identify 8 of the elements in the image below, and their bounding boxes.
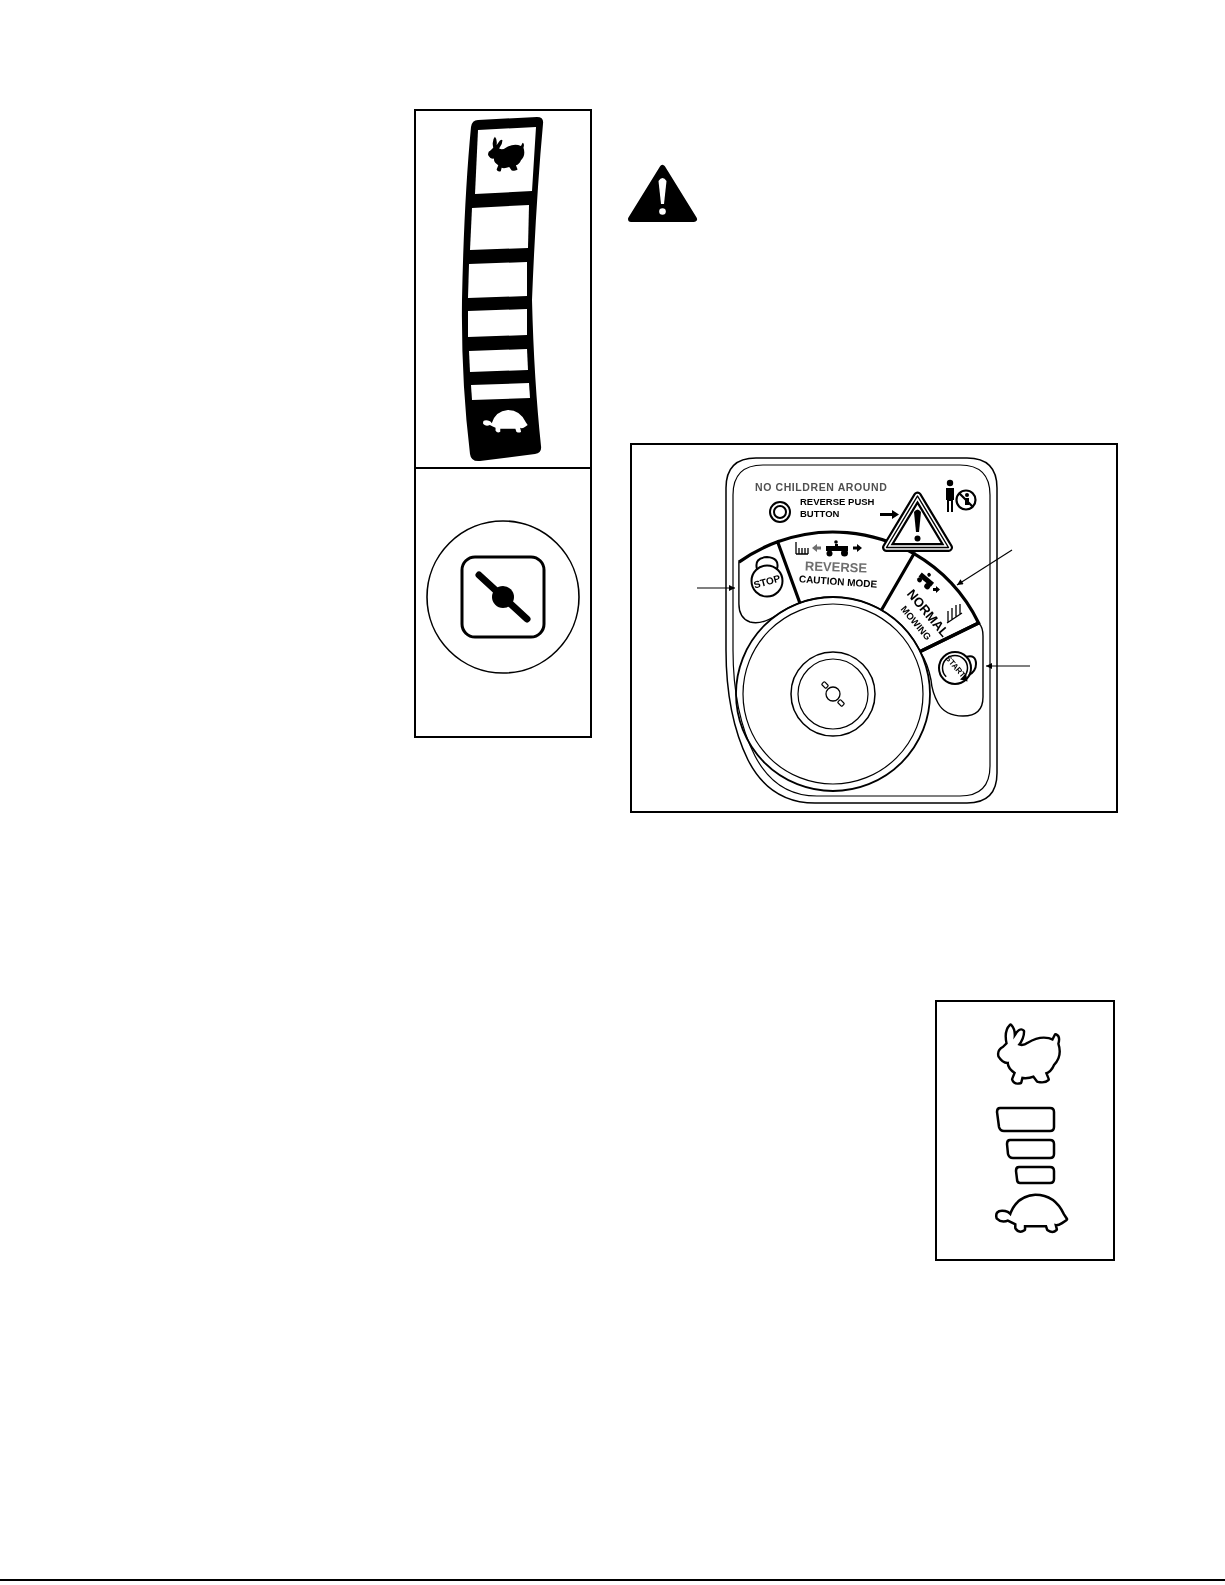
button-instruction-text: REVERSE PUSH BUTTON — [800, 496, 876, 520]
warning-text: NO CHILDREN AROUND — [755, 482, 888, 493]
leader-arrow — [696, 585, 736, 591]
leader-arrow — [985, 663, 1031, 669]
leader-arrow — [956, 549, 1013, 586]
position-label: REVERSE — [804, 559, 868, 575]
position-label: CAUTION MODE — [798, 574, 878, 590]
position-label: STOP — [752, 573, 782, 591]
